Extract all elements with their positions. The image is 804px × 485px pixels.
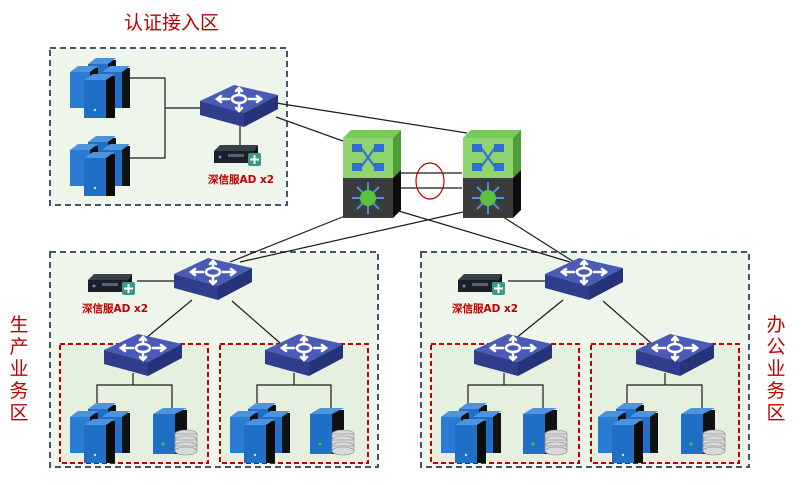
core-switch-icon[interactable] bbox=[342, 129, 402, 219]
title-char: 业 bbox=[9, 358, 29, 380]
title-char: 公 bbox=[766, 336, 786, 358]
title-char: 办 bbox=[766, 314, 786, 336]
redundancy-marker bbox=[415, 162, 445, 200]
office-zone-title: 办 公 业 务 区 bbox=[765, 314, 787, 424]
production-zone-title: 生 产 业 务 区 bbox=[8, 314, 30, 424]
title-char: 区 bbox=[766, 402, 786, 424]
auth-ad-label: 深信服AD x2 bbox=[208, 174, 275, 186]
core-switch-icon[interactable] bbox=[462, 129, 522, 219]
ad-appliance-icon bbox=[458, 274, 505, 295]
office-ad-label: 深信服AD x2 bbox=[452, 303, 519, 315]
title-char: 务 bbox=[9, 380, 29, 402]
ad-appliance-icon bbox=[88, 274, 135, 295]
auth-zone-title: 认证接入区 bbox=[124, 12, 220, 34]
title-char: 业 bbox=[766, 358, 786, 380]
production-ad-label: 深信服AD x2 bbox=[82, 303, 149, 315]
title-char: 生 bbox=[9, 314, 29, 336]
ad-appliance-icon bbox=[214, 145, 261, 166]
title-char: 产 bbox=[9, 336, 29, 358]
title-char: 务 bbox=[766, 380, 786, 402]
network-links bbox=[96, 77, 703, 408]
title-char: 区 bbox=[9, 402, 29, 424]
